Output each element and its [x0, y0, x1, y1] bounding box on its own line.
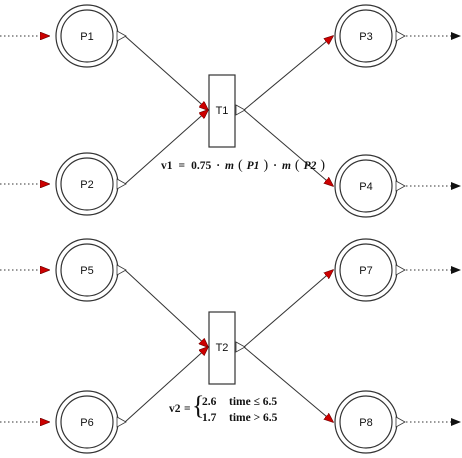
rate-lparen: ( [295, 158, 300, 173]
place-p5[interactable]: P5 [55, 238, 127, 302]
place-p4[interactable]: P4 [334, 154, 406, 218]
arc-t1-p4 [243, 109, 333, 186]
place-label: P3 [359, 31, 372, 43]
rate-equation-t2: v2 = { 2.6 time ≤ 6.5 1.7 time > 6.5 [169, 391, 278, 424]
place-p7[interactable]: P7 [334, 238, 406, 302]
case-2-condition: time > 6.5 [229, 412, 278, 424]
case-1-condition: time ≤ 6.5 [229, 396, 277, 408]
place-label: P4 [359, 181, 372, 193]
rate-rparen: ) [263, 158, 268, 173]
rate-dot: · [216, 160, 220, 172]
rate-lhs: v2 [169, 403, 181, 415]
transition-t2[interactable]: T2 [208, 311, 246, 385]
rate-equals: = [179, 160, 186, 172]
rate-arg-1: P1 [247, 160, 260, 172]
rate-marking-fn: m [282, 160, 291, 172]
transition-t1[interactable]: T1 [208, 74, 246, 148]
arc-p6-t2 [124, 347, 208, 423]
case-1-value: 2.6 [202, 396, 217, 408]
place-p2[interactable]: P2 [55, 152, 127, 216]
rate-coefficient: 0.75 [191, 160, 211, 172]
place-p1[interactable]: P1 [55, 4, 127, 68]
rate-equation-t1: v1 = 0.75 · m ( P1 ) · m ( P2 ) [161, 156, 325, 173]
place-label: P6 [80, 417, 93, 429]
place-p6[interactable]: P6 [55, 390, 127, 454]
place-label: P2 [80, 179, 93, 191]
arc-t2-p7 [243, 270, 333, 348]
place-label: P8 [359, 417, 372, 429]
transition-label: T1 [216, 105, 229, 117]
arc-p5-t2 [124, 269, 208, 347]
svg-text:v1 = 0.75 ·: v1 = 0.75 · m ( P1 ) · m ( P2 ) [161, 156, 325, 173]
rate-lhs: v1 [161, 160, 173, 172]
arc-p1-t1 [124, 35, 208, 110]
place-p8[interactable]: P8 [334, 390, 406, 454]
rate-lparen: ( [238, 158, 243, 173]
arc-t1-p3 [243, 36, 333, 111]
place-p3[interactable]: P3 [334, 4, 406, 68]
rate-marking-fn: m [225, 160, 234, 172]
place-label: P1 [80, 31, 93, 43]
rate-dot: · [273, 160, 277, 172]
place-label: P5 [80, 265, 93, 277]
rate-equals: = [184, 403, 191, 415]
rate-arg-2: P2 [304, 160, 317, 172]
arc-p2-t1 [124, 110, 208, 185]
case-2-value: 1.7 [202, 412, 217, 424]
rate-brace: { [192, 391, 204, 420]
arc-t2-p8 [243, 346, 333, 422]
transition-label: T2 [216, 342, 229, 354]
rate-rparen: ) [320, 158, 325, 173]
place-label: P7 [359, 265, 372, 277]
